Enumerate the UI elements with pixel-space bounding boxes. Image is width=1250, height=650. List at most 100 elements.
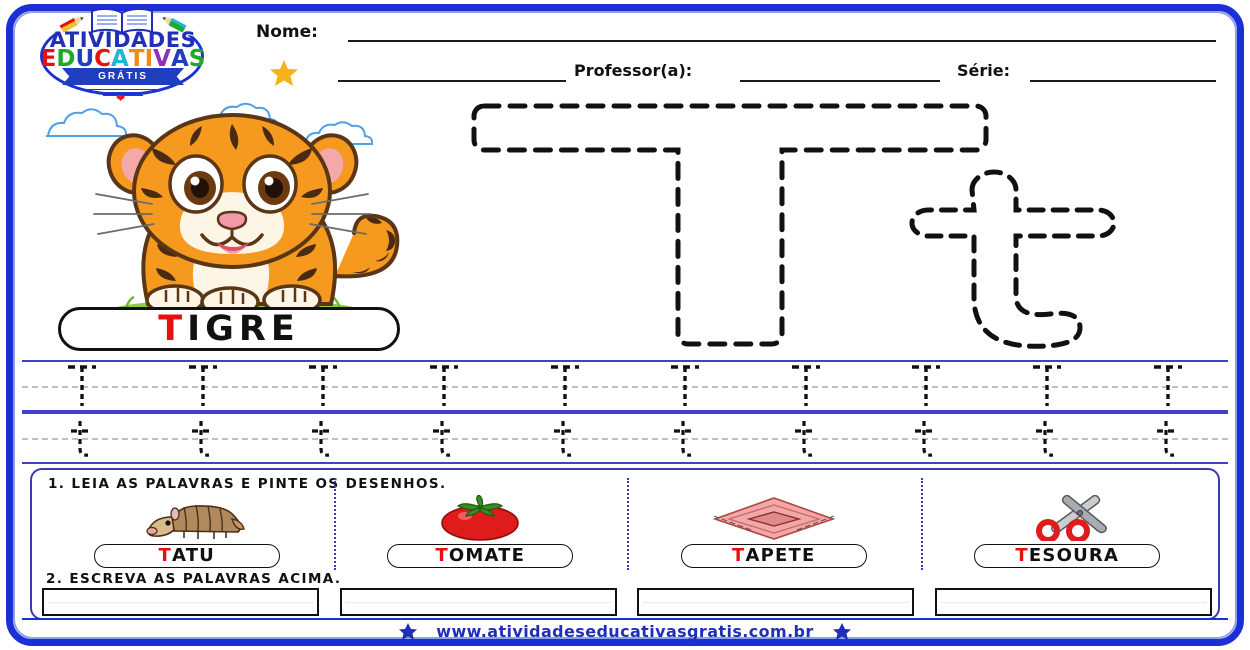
answer-box[interactable] [637,588,915,616]
star-icon [832,622,851,640]
rug-icon [711,494,837,542]
word-rest: OMATE [448,545,526,566]
tracing-glyph-uppercase [309,365,338,406]
guide-line-top [22,412,1228,414]
tracing-glyph-uppercase [550,365,579,406]
tracing-glyph-lowercase [191,421,212,457]
answer-box[interactable] [934,588,1212,616]
star-icon [399,622,418,640]
site-logo: ATIVIDADES EDUCATIVAS GRÁTIS ❤ [26,6,218,105]
exercise-item-tatu[interactable]: TATU [40,494,334,570]
logo-letter-9: S [188,46,206,72]
main-word-first-letter: T [158,308,188,349]
scissors-icon [1018,494,1116,542]
logo-letter-3: C [94,46,112,72]
logo-letter-1: D [56,46,76,72]
tomato-icon [432,494,528,542]
logo-letter-0: E [40,46,57,72]
footer-bar: www.atividadeseducativasgratis.com.br [22,618,1228,644]
guide-line-bottom [22,462,1228,464]
logo-letter-8: A [170,46,189,72]
word-first-letter: T [435,545,449,566]
word-box-tomate: TOMATE [387,544,574,568]
word-first-letter: T [732,545,746,566]
tracing-glyph-uppercase [671,365,700,406]
tiger-cub-illustration [46,102,400,325]
uppercase-glyph-strip [22,360,1228,412]
extra-field-input[interactable] [338,80,566,82]
exercise-item-tapete[interactable]: TAPETE [627,478,921,570]
logo-line1: ATIVIDADES [49,28,197,52]
practice-row-lowercase[interactable] [22,412,1228,464]
word-rest: APETE [745,545,816,566]
word-box-tesoura: TESOURA [974,544,1161,568]
tracing-glyph-lowercase [674,421,695,457]
tracing-glyph-lowercase [794,421,815,457]
star-icon [270,60,298,86]
guide-line-top [22,360,1228,362]
teacher-field-input[interactable] [740,80,940,82]
word-text: TAPETE [732,547,815,565]
tracing-glyph-lowercase [915,421,936,457]
exercise-panel: 1. LEIA AS PALAVRAS E PINTE OS DESENHOS. [30,468,1220,620]
practice-row-uppercase[interactable] [22,360,1228,412]
logo-letter-6: I [144,46,154,72]
tracing-glyph-uppercase [188,365,217,406]
word-box-tatu: TATU [93,544,280,568]
word-text: TESOURA [1015,547,1119,565]
word-rest: ESOURA [1028,545,1120,566]
tracing-glyph-lowercase [433,421,454,457]
answer-box-row [42,588,1212,616]
word-first-letter: T [1015,545,1029,566]
word-text: TOMATE [435,547,525,565]
pencil-icon [162,17,187,33]
word-text: TATU [158,547,215,565]
open-book-icon [91,7,153,35]
tracing-glyph-lowercase [553,421,574,457]
answer-box[interactable] [339,588,617,616]
tracing-lowercase-t-outline[interactable] [900,168,1132,358]
exercise-1-instruction: 1. LEIA AS PALAVRAS E PINTE OS DESENHOS. [48,476,447,492]
name-field-label: Nome: [256,22,318,42]
logo-letter-5: T [128,46,145,72]
tracing-glyph-uppercase [68,365,97,406]
tracing-glyph-uppercase [1033,365,1062,406]
exercise-2-instruction: 2. ESCREVA AS PALAVRAS ACIMA. [46,571,342,587]
logo-ribbon: GRÁTIS [62,68,184,85]
site-url[interactable]: www.atividadeseducativasgratis.com.br [436,621,814,641]
word-first-letter: T [158,545,172,566]
logo-line2: EDUCATIVAS [38,46,208,72]
word-rest: ATU [171,545,215,566]
tracing-glyph-lowercase [1156,421,1177,457]
tracing-glyph-uppercase [791,365,820,406]
answer-box[interactable] [42,588,319,616]
teacher-field-label: Professor(a): [574,61,693,80]
tracing-glyph-lowercase [1036,421,1057,457]
main-word-text: TIGRE [158,308,300,349]
heart-icon: ❤ [116,93,126,105]
exercise-item-tesoura[interactable]: TESOURA [920,478,1215,570]
guide-line-mid [22,438,1228,440]
logo-letter-7: V [153,46,171,72]
logo-underline-decor [84,87,162,98]
grade-field-input[interactable] [1030,80,1216,82]
pencil-icon [59,17,84,33]
grade-field-label: Série: [957,61,1010,80]
exercise-item-tomate[interactable]: TOMATE [333,478,628,570]
tracing-glyph-lowercase [71,421,92,457]
picture-word-columns: TATU [40,478,1215,570]
armadillo-icon [128,494,246,542]
main-word-rest: IGRE [187,308,300,349]
tracing-glyph-uppercase [430,365,459,406]
tracing-glyph-uppercase [912,365,941,406]
tracing-glyph-lowercase [312,421,333,457]
logo-letter-4: A [111,46,129,72]
guide-line-mid [22,386,1228,388]
name-field-input[interactable] [348,40,1216,42]
logo-letter-2: U [75,46,95,72]
tracing-glyph-uppercase [1153,365,1182,406]
main-word-box: TIGRE [58,307,400,351]
tracing-uppercase-T-outline[interactable] [470,96,990,354]
guide-line-bottom [22,410,1228,412]
